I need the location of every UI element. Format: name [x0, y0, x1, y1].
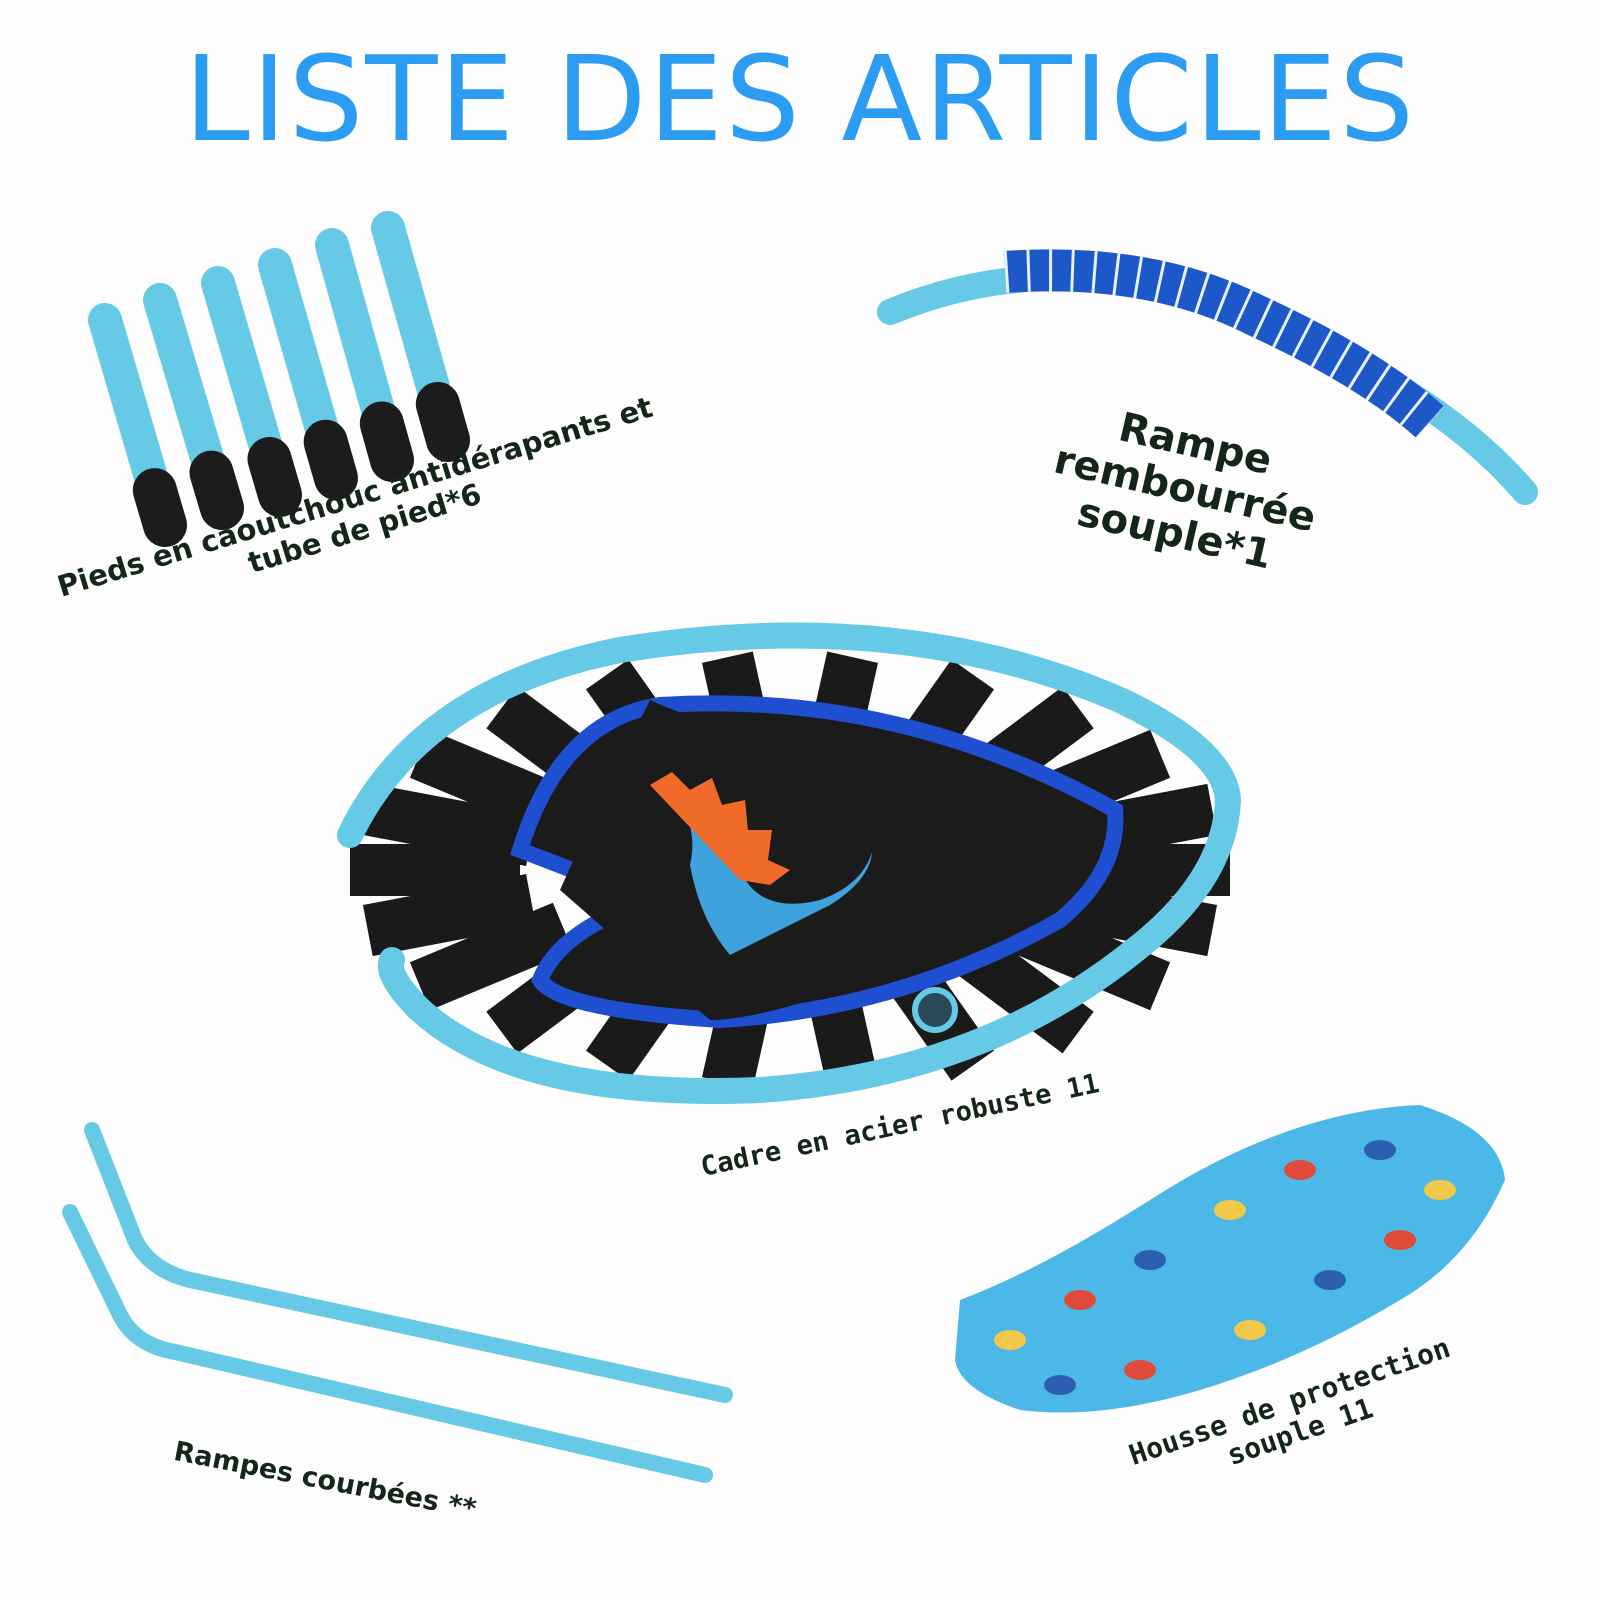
foot-tube: [88, 303, 172, 508]
cover-print-motif: [1124, 1360, 1156, 1380]
frame-strap: [362, 874, 536, 957]
cover-print-motif: [994, 1330, 1026, 1350]
cover-print-motif: [1364, 1140, 1396, 1160]
trampoline-frame-illustration: [337, 622, 1242, 1104]
rubber-foot: [303, 419, 358, 500]
padded-rail-illustration: [877, 249, 1538, 505]
protective-cover-illustration: [955, 1105, 1505, 1413]
rubber-foot: [189, 450, 244, 530]
foot-tube: [315, 228, 399, 441]
curved-rails-illustration: [62, 1122, 733, 1483]
cover-print-motif: [1424, 1180, 1456, 1200]
foot-tube: [258, 248, 343, 459]
cover-print-motif: [1214, 1200, 1246, 1220]
page-title: LISTE DES ARTICLES: [183, 30, 1417, 168]
rubber-foot: [415, 381, 470, 462]
foot-tube: [201, 266, 287, 476]
cover-print-motif: [1064, 1290, 1096, 1310]
foot-tubes-illustration: [88, 211, 470, 547]
rubber-foot: [359, 401, 414, 482]
frame-strap: [409, 902, 573, 1011]
cover-print-motif: [1284, 1160, 1316, 1180]
cover-print-motif: [1134, 1250, 1166, 1270]
frame-strap: [362, 783, 536, 866]
rubber-foot: [247, 436, 302, 517]
foot-tube: [371, 211, 455, 421]
cover-print-motif: [1234, 1320, 1266, 1340]
cover-print-motif: [1314, 1270, 1346, 1290]
foot-tube: [143, 283, 229, 490]
cover-print-motif: [1044, 1375, 1076, 1395]
cover-print-motif: [1384, 1230, 1416, 1250]
rubber-foot: [132, 468, 187, 547]
